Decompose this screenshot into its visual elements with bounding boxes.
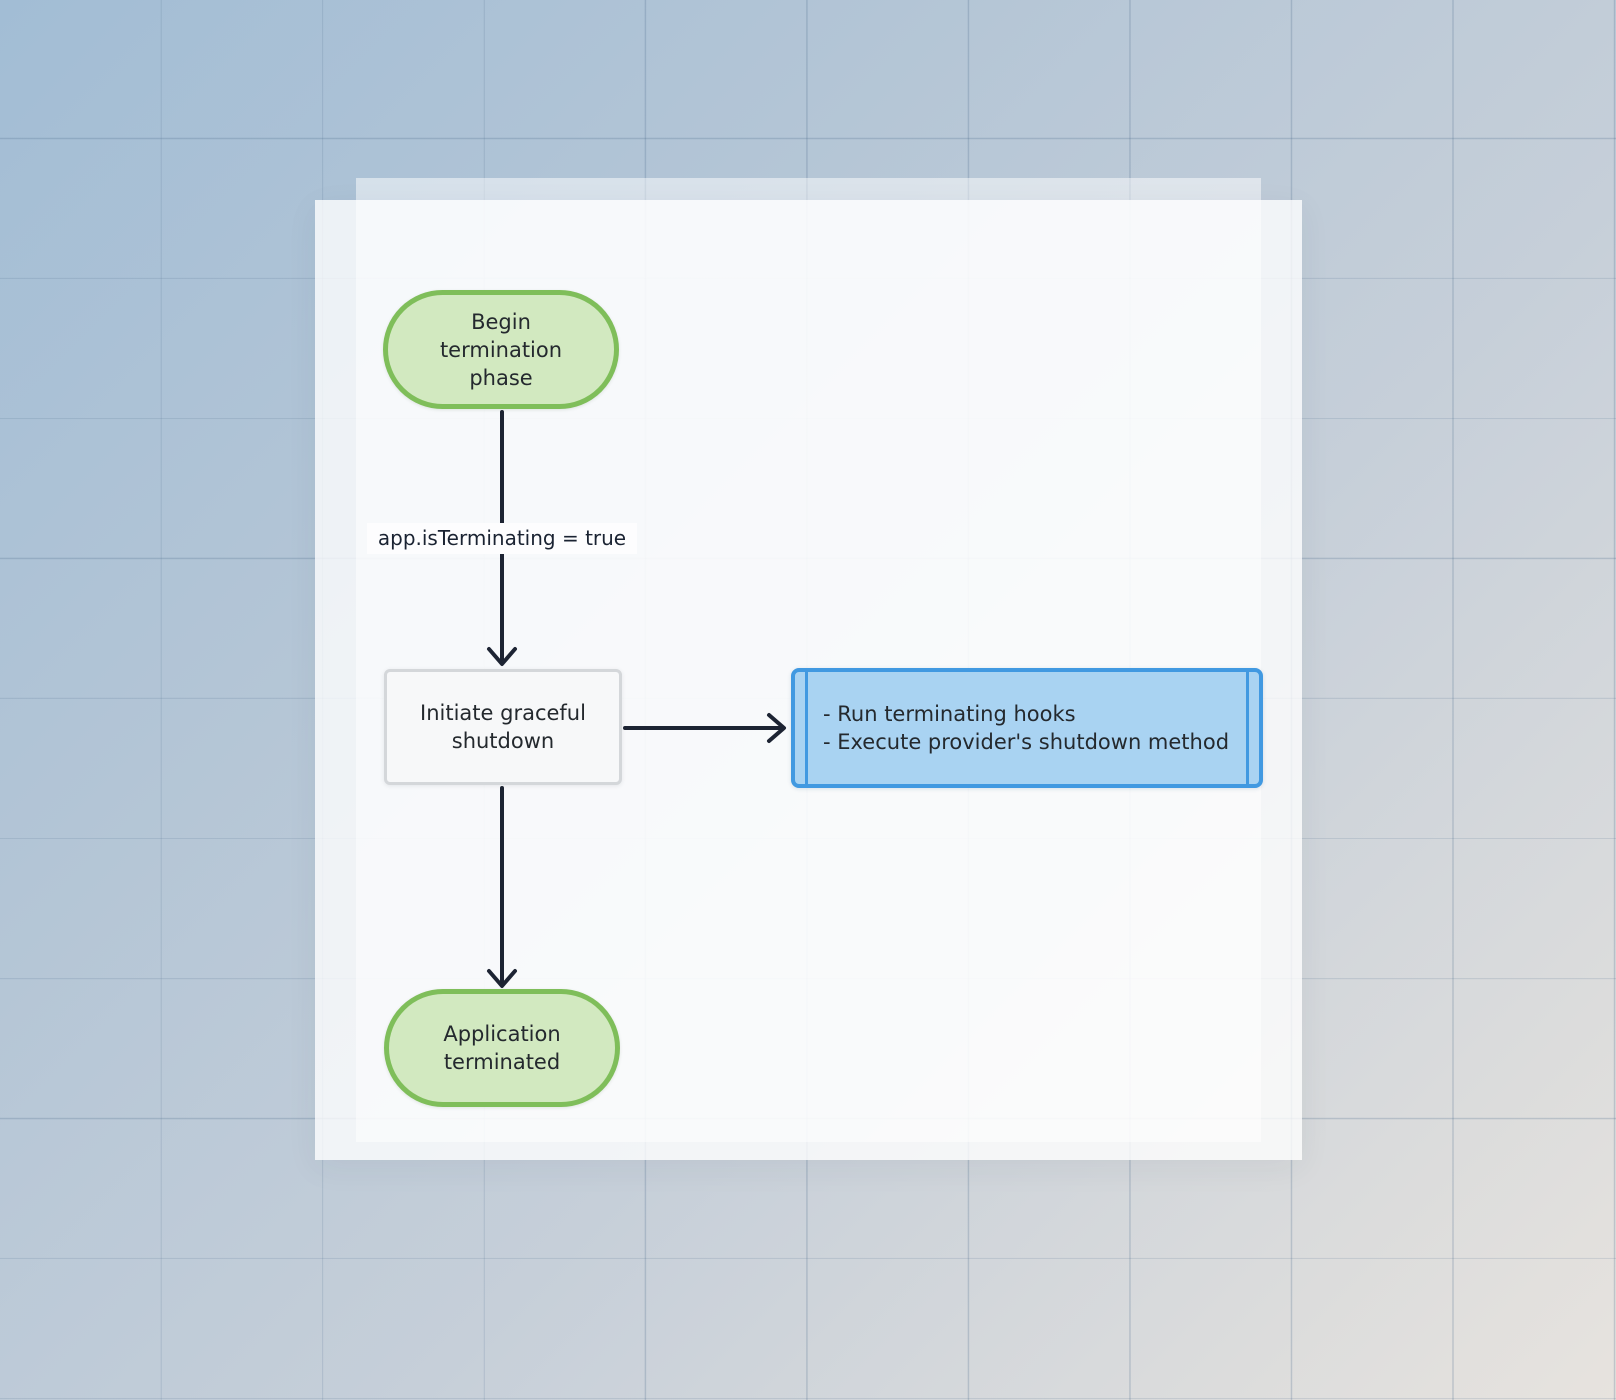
node-terminating-hooks-subroutine[interactable]: - Run terminating hooks - Execute provid… (791, 668, 1263, 788)
node-application-terminated[interactable]: Application terminated (384, 989, 620, 1107)
edge-label-is-terminating[interactable]: app.isTerminating = true (367, 523, 637, 554)
subroutine-side-bar-right (1246, 672, 1249, 784)
node-begin-termination-phase[interactable]: Begin termination phase (383, 290, 619, 409)
node-initiate-graceful-shutdown[interactable]: Initiate graceful shutdown (384, 669, 622, 785)
edge-shutdown-to-terminated[interactable] (487, 786, 517, 988)
edge-shutdown-to-hooks[interactable] (623, 713, 786, 743)
node-label: Begin termination phase (439, 309, 563, 390)
node-label: Initiate graceful shutdown (420, 701, 586, 753)
subroutine-side-bar-left (805, 672, 808, 784)
node-label: Application terminated (443, 1022, 561, 1074)
node-label: - Run terminating hooks - Execute provid… (823, 702, 1230, 754)
